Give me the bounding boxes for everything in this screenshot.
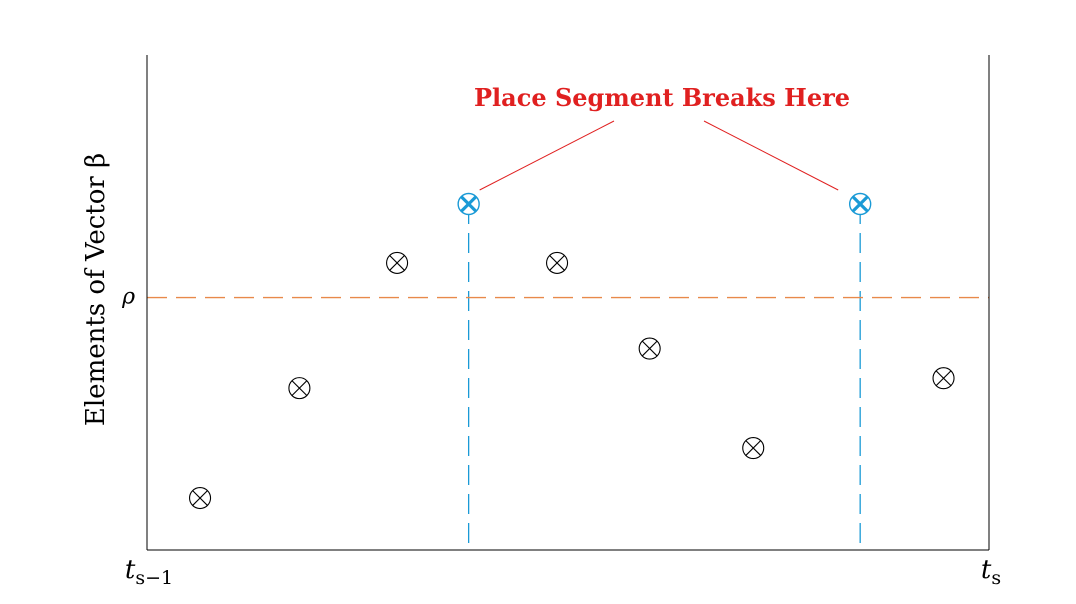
segment-break-point [848, 192, 872, 216]
callout-line-left [479, 120, 615, 191]
x-tick-label-end: ts [981, 555, 1001, 589]
break-point-cross [851, 195, 869, 213]
data-point [742, 436, 765, 460]
annotation-callout-lines [479, 120, 839, 191]
y-axis-label: Elements of Vector β [81, 153, 111, 426]
data-point [638, 337, 661, 360]
point-cross [192, 490, 208, 506]
callout-line-right [703, 120, 839, 191]
x-tick-label-start: ts−1 [125, 555, 173, 589]
data-point [386, 251, 409, 274]
data-point [288, 377, 311, 400]
point-cross [549, 255, 565, 271]
data-point [188, 486, 212, 510]
point-cross [389, 255, 405, 271]
point-cross [935, 370, 952, 387]
axes [146, 55, 990, 551]
segment-break-lines [467, 203, 861, 550]
x-tick-start-subscript: s−1 [135, 567, 173, 589]
data-point [546, 251, 569, 274]
point-cross [745, 440, 762, 456]
segment-break-point [457, 192, 480, 216]
point-cross [291, 380, 308, 396]
break-point-cross [460, 195, 478, 213]
x-tick-start-base: t [125, 555, 136, 585]
x-tick-end-subscript: s [991, 567, 1001, 589]
data-points [188, 192, 955, 510]
y-tick-label-rho: ρ [121, 285, 135, 310]
x-tick-end-base: t [981, 555, 992, 585]
annotation-text: Place Segment Breaks Here [474, 83, 850, 112]
point-cross [641, 340, 658, 357]
data-point [932, 367, 955, 390]
